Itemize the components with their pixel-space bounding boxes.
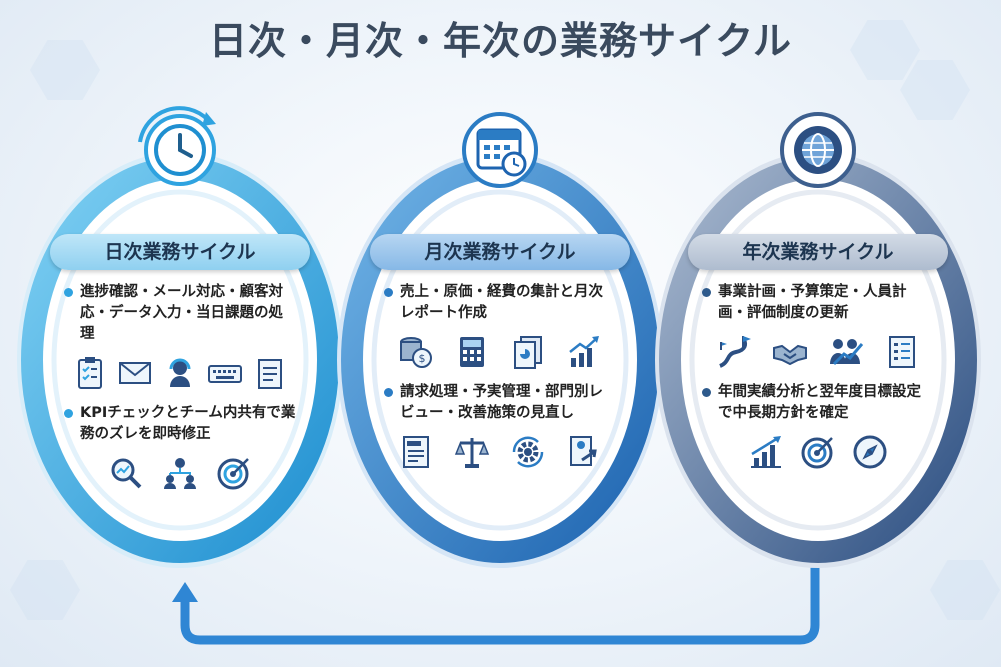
daily-icons-row-2 <box>64 455 296 491</box>
monthly-cycle-label: 月次業務サイクル <box>370 234 630 270</box>
daily-icons-row-1 <box>64 355 296 391</box>
daily-cycle-panel: 日次業務サイクル 進捗確認・メール対応・顧客対応・データ入力・当日課題の処理 K… <box>50 234 310 534</box>
hex-decoration <box>900 60 970 120</box>
trend-magnifier-icon <box>111 458 142 489</box>
monthly-cycle-panel: 月次業務サイクル 売上・原価・経費の集計と月次レポート作成 $ 請求処理・予実管… <box>370 234 630 534</box>
report-documents-icon <box>514 336 542 369</box>
hex-decoration <box>930 560 1000 620</box>
clock-cycle-icon <box>138 106 216 186</box>
target-icon <box>801 437 833 469</box>
monthly-bullet-1: 売上・原価・経費の集計と月次レポート作成 <box>384 282 616 324</box>
team-network-icon <box>164 458 196 489</box>
gear-globe-icon <box>780 112 856 188</box>
notepad-icon <box>257 359 282 389</box>
target-icon <box>217 458 249 490</box>
return-loop-arrow <box>180 560 820 645</box>
svg-text:$: $ <box>419 352 426 365</box>
roadmap-flag-icon <box>719 336 751 368</box>
yearly-cycle-label: 年次業務サイクル <box>688 234 948 270</box>
compass-icon <box>853 435 887 469</box>
yearly-icons-row-1 <box>702 334 934 370</box>
yearly-bullet-1: 事業計画・予算策定・人員計画・評価制度の更新 <box>702 282 934 324</box>
yearly-cycle-panel: 年次業務サイクル 事業計画・予算策定・人員計画・評価制度の更新 年間実績分析と翌… <box>688 234 948 534</box>
yearly-icons-row-2 <box>702 434 934 470</box>
bar-chart-up-icon <box>569 336 599 367</box>
return-loop-arrowhead <box>172 582 198 602</box>
page-title: 日次・月次・年次の業務サイクル <box>208 19 793 63</box>
coin-stack-icon: $ <box>400 337 432 368</box>
monthly-icons-row-2 <box>384 434 616 470</box>
clipboard-checklist-icon <box>78 357 103 389</box>
bill-icon <box>403 436 429 468</box>
envelope-icon <box>119 362 152 384</box>
calendar-clock-icon <box>462 112 538 188</box>
rating-list-icon <box>889 336 915 368</box>
calculator-icon <box>460 337 484 367</box>
monthly-icons-row-1: $ <box>384 334 616 370</box>
hex-decoration <box>850 20 920 80</box>
daily-cycle-label: 日次業務サイクル <box>50 234 310 270</box>
document-arrow-icon <box>570 436 597 466</box>
headset-support-icon <box>169 358 191 387</box>
daily-bullet-2: KPIチェックとチーム内共有で業務のズレを即時修正 <box>64 403 296 445</box>
gear-cycle-icon <box>512 436 544 468</box>
growth-people-icon <box>830 339 864 366</box>
yearly-bullet-2: 年間実績分析と翌年度目標設定で中長期方針を確定 <box>702 382 934 424</box>
handshake-icon <box>773 344 807 366</box>
daily-bullet-1: 進捗確認・メール対応・顧客対応・データ入力・当日課題の処理 <box>64 282 296 345</box>
bar-chart-rise-icon <box>751 436 781 468</box>
monthly-bullet-2: 請求処理・予実管理・部門別レビュー・改善施策の見直し <box>384 382 616 424</box>
keyboard-icon <box>207 365 242 383</box>
scales-icon <box>454 438 490 468</box>
